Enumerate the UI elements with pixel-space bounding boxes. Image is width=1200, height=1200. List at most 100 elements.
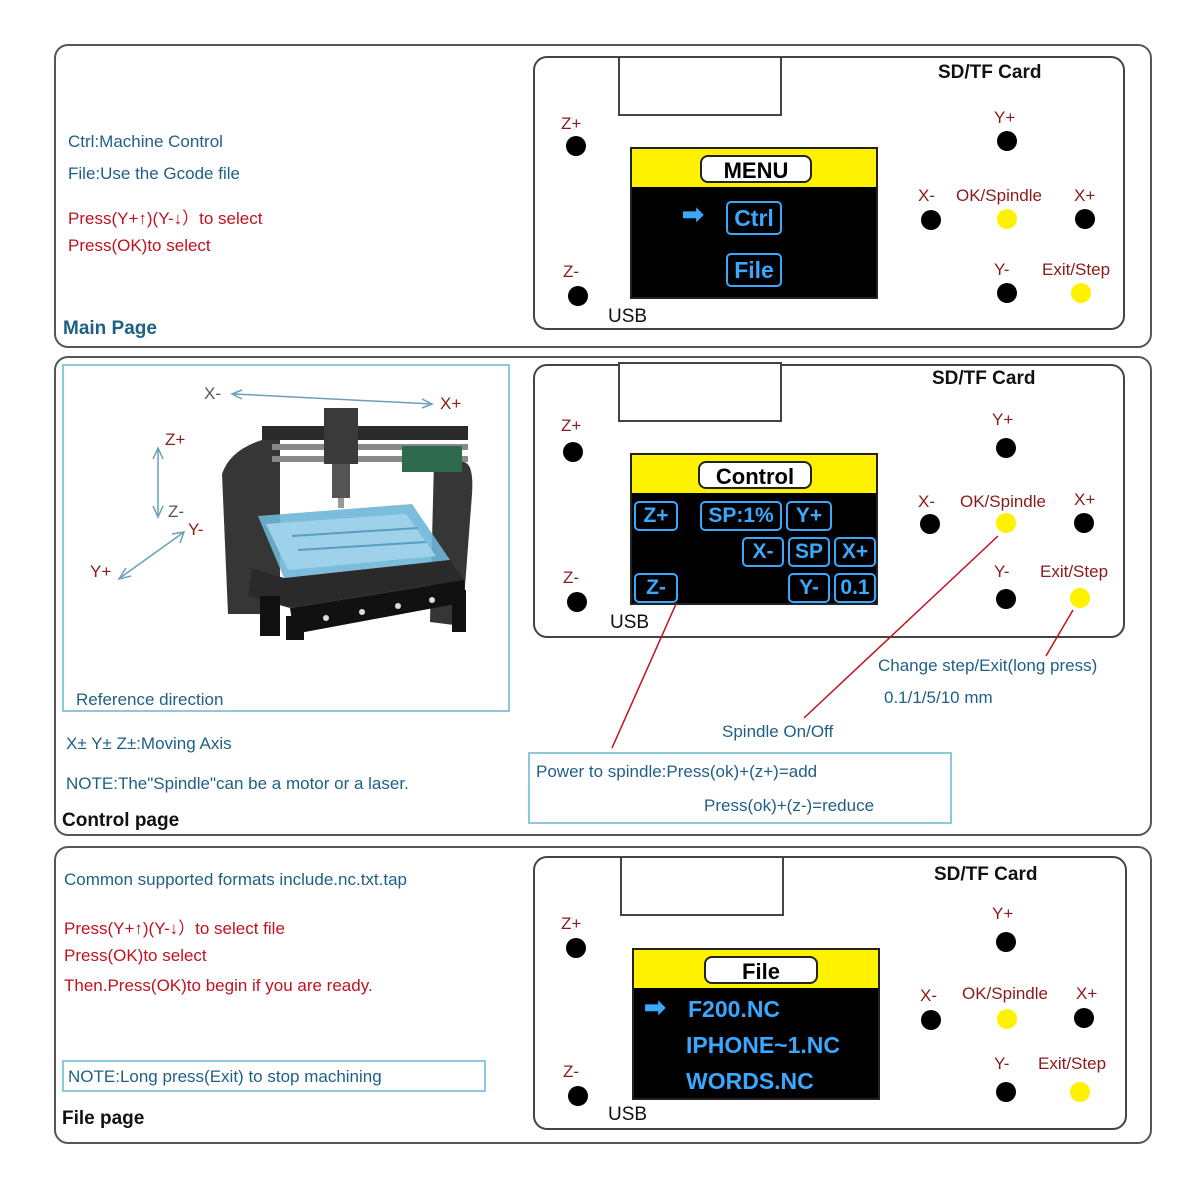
axis-label-y-minus: Y- [188, 520, 204, 539]
axis-label-x-minus: X- [204, 384, 221, 403]
main-exit-label: Exit/Step [1042, 260, 1111, 279]
main-zminus-button[interactable] [568, 286, 588, 306]
spindle-note-text: NOTE:The"Spindle"can be a motor or a las… [66, 774, 409, 793]
main-lcd-screen: MENU ➡ Ctrl File [630, 147, 878, 299]
main-zplus-button[interactable] [566, 136, 586, 156]
file-zminus-label: Z- [563, 1062, 580, 1081]
file-ok-spindle-button[interactable] [997, 1009, 1017, 1029]
control-zplus-button[interactable] [563, 442, 583, 462]
control-ok-spindle-button[interactable] [996, 513, 1016, 533]
axis-arrows [117, 389, 434, 581]
reference-box [62, 364, 510, 712]
file-lcd-title: File [704, 956, 818, 984]
spindle-power-reduce: Press(ok)+(z-)=reduce [704, 796, 875, 815]
file-zminus-button[interactable] [568, 1086, 588, 1106]
axis-label-x-plus: X+ [440, 394, 462, 413]
main-zminus-label: Z- [563, 262, 580, 281]
axis-label-y-plus: Y+ [90, 562, 112, 581]
file-exit-step-button[interactable] [1070, 1082, 1090, 1102]
callout-spindle-onoff: Spindle On/Off [722, 722, 834, 741]
spindle-power-box [528, 752, 952, 824]
key-x-plus[interactable]: X+ [834, 537, 876, 567]
main-ok-spindle-button[interactable] [997, 209, 1017, 229]
key-x-minus[interactable]: X- [742, 537, 784, 567]
main-page-title: Main Page [63, 318, 157, 339]
file-exit-label: Exit/Step [1038, 1054, 1107, 1073]
main-xplus-button[interactable] [1075, 209, 1095, 229]
control-zplus-label: Z+ [561, 416, 582, 435]
main-usb-label: USB [608, 306, 648, 327]
control-zminus-label: Z- [563, 568, 580, 587]
control-xminus-label: X- [918, 492, 935, 511]
file-zplus-button[interactable] [566, 938, 586, 958]
file-press-select: Press(Y+↑)(Y-↓）to select file [64, 919, 285, 938]
key-spindle-speed[interactable]: SP:1% [700, 501, 782, 531]
main-yminus-button[interactable] [997, 283, 1017, 303]
main-yplus-label: Y+ [994, 108, 1016, 127]
file-sd-slot [620, 856, 784, 916]
main-yplus-button[interactable] [997, 131, 1017, 151]
file-xplus-label: X+ [1076, 984, 1098, 1003]
main-press-ok: Press(OK)to select [68, 236, 211, 255]
file-yplus-label: Y+ [992, 904, 1014, 923]
control-usb-label: USB [610, 612, 650, 633]
file-usb-label: USB [608, 1104, 648, 1125]
axis-label-z-minus: Z- [168, 502, 185, 521]
file-yplus-button[interactable] [996, 932, 1016, 952]
callout-step-values: 0.1/1/5/10 mm [884, 688, 993, 707]
main-lcd-title: MENU [700, 155, 812, 183]
key-spindle[interactable]: SP [788, 537, 830, 567]
file-zplus-label: Z+ [561, 914, 582, 933]
control-zminus-button[interactable] [567, 592, 587, 612]
file-xminus-button[interactable] [921, 1010, 941, 1030]
main-yminus-label: Y- [994, 260, 1010, 279]
main-sd-slot [618, 56, 782, 116]
key-y-minus[interactable]: Y- [788, 573, 830, 603]
control-yminus-button[interactable] [996, 589, 1016, 609]
main-ok-label: OK/Spindle [956, 186, 1042, 205]
control-ok-label: OK/Spindle [960, 492, 1046, 511]
main-xminus-button[interactable] [921, 210, 941, 230]
file-item-iphone[interactable]: IPHONE~1.NC [686, 1032, 841, 1058]
spindle-power-add: Power to spindle:Press(ok)+(z+)=add [536, 762, 818, 781]
control-sd-label: SD/TF Card [932, 368, 1036, 389]
file-ok-label: OK/Spindle [962, 984, 1048, 1003]
menu-item-file[interactable]: File [726, 253, 782, 287]
file-sd-label: SD/TF Card [934, 864, 1038, 885]
main-xplus-label: X+ [1074, 186, 1096, 205]
menu-cursor-arrow-icon: ➡ [682, 199, 704, 229]
control-exit-step-button[interactable] [1070, 588, 1090, 608]
main-file-desc: File:Use the Gcode file [68, 164, 240, 183]
file-item-f200[interactable]: F200.NC [688, 996, 781, 1022]
file-page-title: File page [62, 1108, 145, 1129]
file-note-box [62, 1060, 486, 1092]
control-xplus-label: X+ [1074, 490, 1096, 509]
main-sd-label: SD/TF Card [938, 62, 1042, 83]
cnc-machine-illustration [117, 389, 473, 640]
control-yplus-label: Y+ [992, 410, 1014, 429]
key-z-minus[interactable]: Z- [634, 573, 678, 603]
file-formats-text: Common supported formats include.nc.txt.… [64, 870, 407, 889]
control-exit-label: Exit/Step [1040, 562, 1109, 581]
file-yminus-label: Y- [994, 1054, 1010, 1073]
main-press-select: Press(Y+↑)(Y-↓）to select [68, 209, 263, 228]
file-press-begin: Then.Press(OK)to begin if you are ready. [64, 976, 373, 995]
control-yminus-label: Y- [994, 562, 1010, 581]
callout-change-step: Change step/Exit(long press) [878, 656, 1098, 675]
control-xminus-button[interactable] [920, 514, 940, 534]
axis-label-z-plus: Z+ [165, 430, 186, 449]
control-lcd-screen: Control Z+ SP:1% Y+ X- SP X+ Z- Y- 0.1 [630, 453, 878, 605]
key-step[interactable]: 0.1 [834, 573, 876, 603]
file-lcd-screen: File ➡ F200.NC IPHONE~1.NC WORDS.NC [632, 948, 880, 1100]
key-z-plus[interactable]: Z+ [634, 501, 678, 531]
file-xplus-button[interactable] [1074, 1008, 1094, 1028]
key-y-plus[interactable]: Y+ [786, 501, 832, 531]
control-lcd-title: Control [698, 461, 812, 489]
control-xplus-button[interactable] [1074, 513, 1094, 533]
control-yplus-button[interactable] [996, 438, 1016, 458]
menu-item-ctrl[interactable]: Ctrl [726, 201, 782, 235]
main-exit-step-button[interactable] [1071, 283, 1091, 303]
file-item-words[interactable]: WORDS.NC [686, 1068, 814, 1094]
file-yminus-button[interactable] [996, 1082, 1016, 1102]
